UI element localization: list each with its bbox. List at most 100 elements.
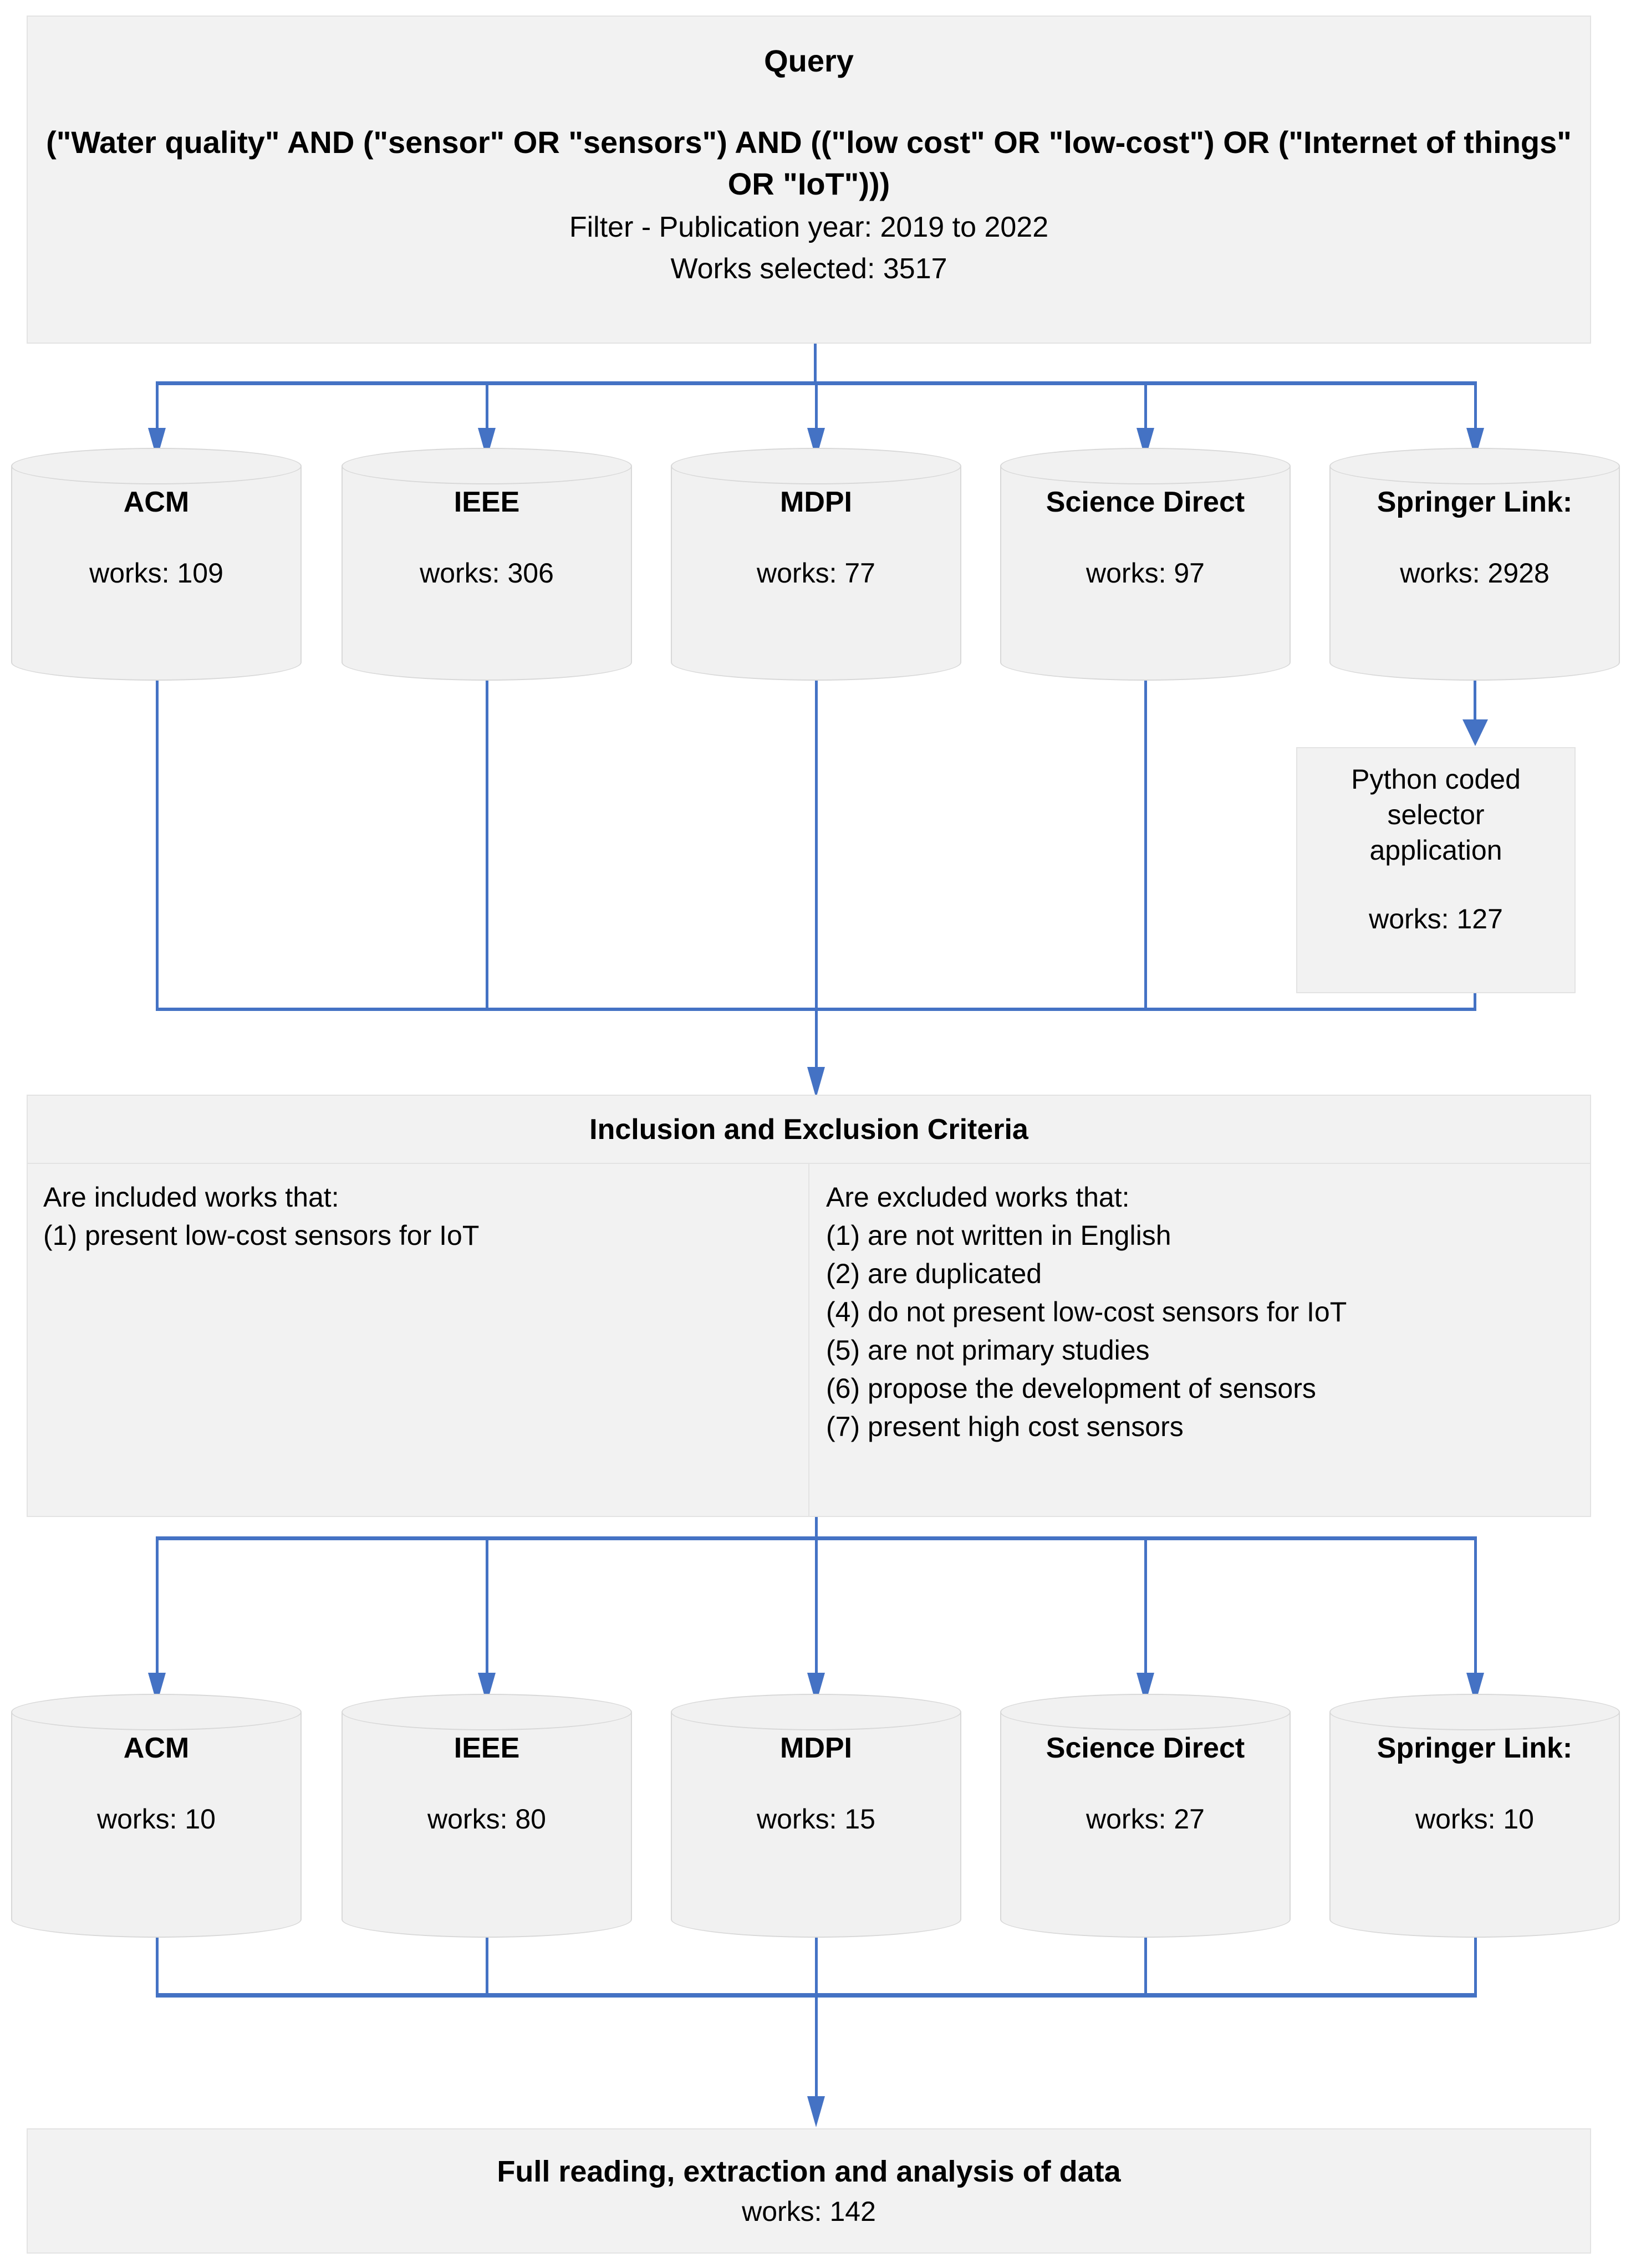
connector-riser-ieee-final [486,1938,488,1995]
source-cylinder-springer-top: Springer Link: works: 2928 [1329,448,1620,681]
source-name: MDPI [780,486,852,518]
source-name: Springer Link: [1377,486,1573,518]
source-name: MDPI [780,1732,852,1764]
source-works-count: works: 97 [1086,558,1205,589]
cylinder-top-ellipse [342,448,632,484]
cylinder-body [342,1712,632,1938]
cylinder-top-ellipse [342,1694,632,1730]
connector-drop-sciencedirect-bottom [1144,1539,1147,1676]
cylinder-top-ellipse [1329,1694,1620,1730]
criteria-title: Inclusion and Exclusion Criteria [589,1113,1028,1146]
source-works-count: works: 80 [427,1804,546,1835]
connector-criteria-merge-bar [156,1008,1476,1011]
excluded-item: (4) do not present low-cost sensors for … [826,1296,1347,1327]
source-works-count: works: 10 [97,1804,216,1835]
arrowhead-final [807,2096,825,2127]
connector-final-stem [815,1995,818,2098]
connector-riser-python [1474,993,1476,1009]
source-name: ACM [123,486,190,518]
source-works-count: works: 27 [1086,1804,1205,1835]
source-cylinder-acm-bottom: ACM works: 10 [11,1694,302,1938]
cylinder-body [1329,1712,1620,1938]
cylinder-body [11,466,302,681]
python-line-3: application [1369,835,1502,866]
criteria-included-column: Are included works that: (1) present low… [28,1164,809,1516]
arrowhead-python-selector [1462,719,1488,746]
source-name: Springer Link: [1377,1732,1573,1764]
connector-drop-springer [1474,384,1477,432]
cylinder-top-ellipse [11,1694,302,1730]
connector-drop-mdpi [815,384,818,432]
source-name: ACM [123,1732,190,1764]
cylinder-body [671,466,961,681]
excluded-item: (1) are not written in English [826,1220,1171,1251]
connector-drop-acm-bottom [156,1539,159,1676]
connector-drop-acm [156,384,159,432]
excluded-item: (2) are duplicated [826,1258,1042,1289]
cylinder-top-ellipse [671,1694,961,1730]
connector-riser-sciencedirect-final [1144,1938,1147,1995]
connector-drop-springer-bottom [1474,1539,1477,1676]
source-name: Science Direct [1046,1732,1245,1764]
query-filter: Filter - Publication year: 2019 to 2022 [569,211,1049,244]
source-cylinder-mdpi-bottom: MDPI works: 15 [671,1694,961,1938]
query-string: ("Water quality" AND ("sensor" OR "senso… [46,125,1572,201]
source-works-count: works: 306 [420,558,554,589]
source-cylinder-acm-top: ACM works: 109 [11,448,302,681]
criteria-box: Inclusion and Exclusion Criteria Are inc… [27,1095,1591,1517]
connector-riser-mdpi [815,681,818,1009]
excluded-item: (5) are not primary studies [826,1335,1150,1366]
cylinder-top-ellipse [1329,448,1620,484]
source-works-count: works: 2928 [1400,558,1550,589]
arrowhead-criteria [807,1067,825,1098]
source-cylinder-ieee-bottom: IEEE works: 80 [342,1694,632,1938]
connector-criteria-stem [815,1010,818,1072]
source-name: Science Direct [1046,486,1245,518]
query-box: Query ("Water quality" AND ("sensor" OR … [27,16,1591,344]
connector-drop-sciencedirect [1144,384,1147,432]
python-selector-box: Python coded selector application works:… [1296,747,1576,993]
cylinder-body [1329,466,1620,681]
connector-bottom-distribution-bar [156,1536,1477,1540]
excluded-heading: Are excluded works that: [826,1182,1130,1213]
excluded-item: (6) propose the development of sensors [826,1373,1316,1404]
connector-riser-springer-final [1474,1938,1477,1995]
cylinder-top-ellipse [11,448,302,484]
connector-drop-ieee-bottom [486,1539,488,1676]
connector-riser-acm-final [156,1938,159,1995]
cylinder-body [1000,1712,1291,1938]
criteria-header: Inclusion and Exclusion Criteria [28,1096,1590,1164]
source-name: IEEE [453,486,520,518]
python-works-count: works: 127 [1369,903,1503,934]
included-item: (1) present low-cost sensors for IoT [43,1220,480,1251]
connector-criteria-out-stem [815,1517,818,1539]
connector-drop-ieee [486,384,488,432]
criteria-excluded-column: Are excluded works that: (1) are not wri… [809,1164,1590,1516]
cylinder-body [11,1712,302,1938]
connector-query-stem [814,344,817,384]
source-cylinder-springer-bottom: Springer Link: works: 10 [1329,1694,1620,1938]
source-cylinder-ieee-top: IEEE works: 306 [342,448,632,681]
connector-riser-sciencedirect [1144,681,1147,1009]
cylinder-top-ellipse [1000,448,1291,484]
python-line-2: selector [1387,799,1485,830]
source-works-count: works: 10 [1415,1804,1534,1835]
source-works-count: works: 109 [89,558,223,589]
connector-top-distribution-bar [156,381,1477,385]
excluded-item: (7) present high cost sensors [826,1411,1184,1442]
cylinder-top-ellipse [1000,1694,1291,1730]
query-title: Query [764,43,854,78]
connector-riser-acm [156,681,159,1009]
source-cylinder-mdpi-top: MDPI works: 77 [671,448,961,681]
final-works-count: works: 142 [742,2196,876,2228]
connector-drop-mdpi-bottom [815,1539,818,1676]
query-works-selected: Works selected: 3517 [670,252,947,285]
criteria-columns: Are included works that: (1) present low… [28,1164,1590,1516]
source-works-count: works: 15 [757,1804,875,1835]
included-heading: Are included works that: [43,1182,339,1213]
cylinder-body [342,466,632,681]
connector-riser-mdpi-final [815,1938,818,1995]
connector-riser-ieee [486,681,488,1009]
source-name: IEEE [453,1732,520,1764]
